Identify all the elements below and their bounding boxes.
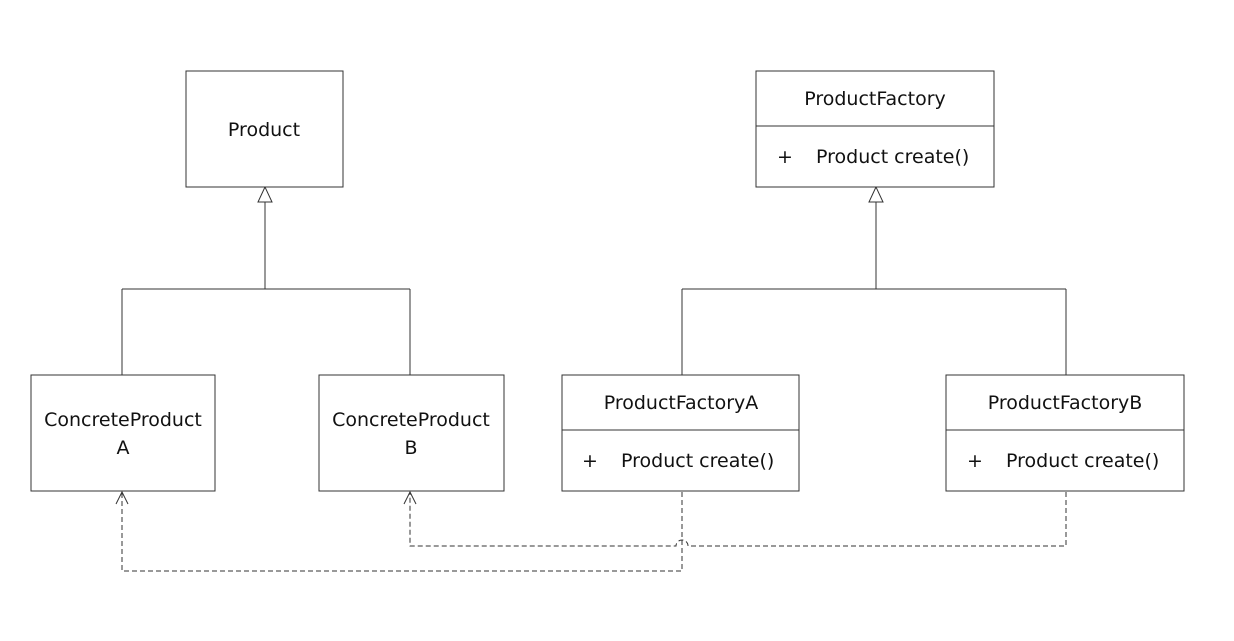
concrete-a-dependency-arrowhead [115,490,129,505]
class-product-factory-b-op-visibility: + [967,450,983,472]
class-concrete-product-a-name-line2: A [117,437,130,459]
factory-a-to-concrete-a-dependency [121,492,683,572]
class-concrete-product-a: ConcreteProduct A [30,374,216,492]
product-generalization-arrowhead [257,185,273,203]
class-product-factory-b-box [945,374,1185,492]
class-concrete-product-b-name-line2: B [404,437,417,459]
concrete-b-dependency-arrowhead [403,490,417,505]
class-product-factory: ProductFactory + Product create() [755,70,995,188]
class-concrete-product-a-name-line1: ConcreteProduct [44,409,202,431]
product-inheritance-edges [121,185,411,375]
class-product-name: Product [228,119,300,141]
class-product-factory-name: ProductFactory [804,88,946,110]
class-product-factory-op-visibility: + [777,146,793,168]
class-product-box [185,70,344,188]
class-product: Product [185,70,344,188]
class-product-factory-box [755,70,995,188]
class-concrete-product-a-box [30,374,216,492]
class-product-factory-b-operation: Product create() [1006,450,1159,472]
class-concrete-product-b-name-line1: ConcreteProduct [332,409,490,431]
factory-b-to-concrete-b-dependency [409,492,1067,547]
class-concrete-product-b: ConcreteProduct B [318,374,505,492]
class-product-factory-a-name: ProductFactoryA [604,392,759,414]
factory-inheritance-edges [681,185,1067,375]
class-product-factory-b-name: ProductFactoryB [988,392,1143,414]
class-product-factory-operation: Product create() [816,146,969,168]
class-concrete-product-b-box [318,374,505,492]
dependency-edges [115,490,1067,572]
class-product-factory-a-box [561,374,800,492]
class-product-factory-a-op-visibility: + [582,450,598,472]
factory-generalization-arrowhead [868,185,884,203]
class-product-factory-a: ProductFactoryA + Product create() [561,374,800,492]
class-product-factory-b: ProductFactoryB + Product create() [945,374,1185,492]
class-product-factory-a-operation: Product create() [621,450,774,472]
